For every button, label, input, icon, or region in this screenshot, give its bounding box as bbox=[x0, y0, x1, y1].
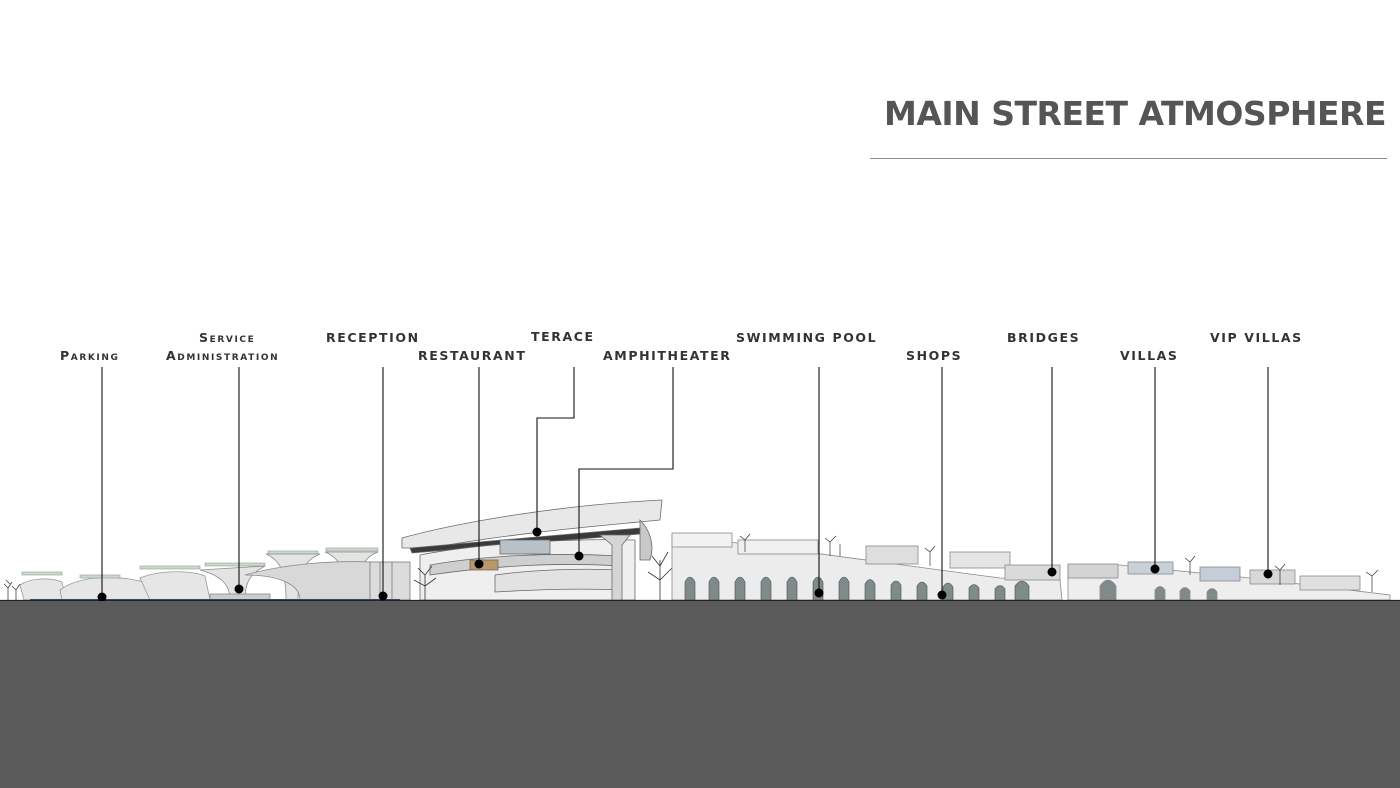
service-admin-structures bbox=[199, 551, 379, 601]
dot-shops bbox=[937, 590, 947, 600]
left-trees bbox=[3, 579, 21, 600]
dot-vip-villas bbox=[1263, 569, 1273, 579]
dot-parking bbox=[97, 592, 107, 602]
label-villas: VILLAS bbox=[1120, 348, 1179, 363]
dot-amphitheater bbox=[574, 551, 584, 561]
dot-service-administration bbox=[234, 584, 244, 594]
title-underline bbox=[870, 158, 1387, 159]
label-vip-villas: VIP VILLAS bbox=[1210, 330, 1303, 345]
reception-block bbox=[369, 561, 411, 601]
label-administration: Administration bbox=[166, 348, 280, 363]
villa-trees bbox=[1184, 555, 1379, 592]
dot-villas bbox=[1150, 564, 1160, 574]
dot-swimming-pool bbox=[814, 588, 824, 598]
label-reception: RECEPTION bbox=[326, 330, 420, 345]
restaurant-terrace-building bbox=[401, 499, 663, 601]
label-bridges: BRIDGES bbox=[1007, 330, 1081, 345]
label-restaurant: RESTAURANT bbox=[418, 348, 527, 363]
label-amphitheater: AMPHITHEATER bbox=[603, 348, 732, 363]
label-terace: TERACE bbox=[531, 329, 595, 344]
restaurant-trees bbox=[413, 551, 673, 600]
leader-lines bbox=[101, 367, 1269, 597]
label-shops: SHOPS bbox=[906, 348, 963, 363]
parking-canopies bbox=[19, 571, 211, 601]
dot-terace bbox=[532, 527, 542, 537]
dot-restaurant bbox=[474, 559, 484, 569]
dot-reception bbox=[378, 591, 388, 601]
ground-section-fill bbox=[0, 601, 1400, 788]
label-service: Service bbox=[199, 330, 256, 345]
dot-bridges bbox=[1047, 567, 1057, 577]
leader-dots bbox=[97, 527, 1273, 602]
page-title: MAIN STREET ATMOSPHERE bbox=[884, 94, 1386, 133]
green-roof-strips bbox=[21, 547, 379, 579]
villas-block bbox=[1067, 561, 1391, 601]
label-parking: Parking bbox=[60, 348, 120, 363]
label-swimming-pool: SWIMMING POOL bbox=[736, 330, 878, 345]
shops-trees bbox=[739, 533, 936, 566]
